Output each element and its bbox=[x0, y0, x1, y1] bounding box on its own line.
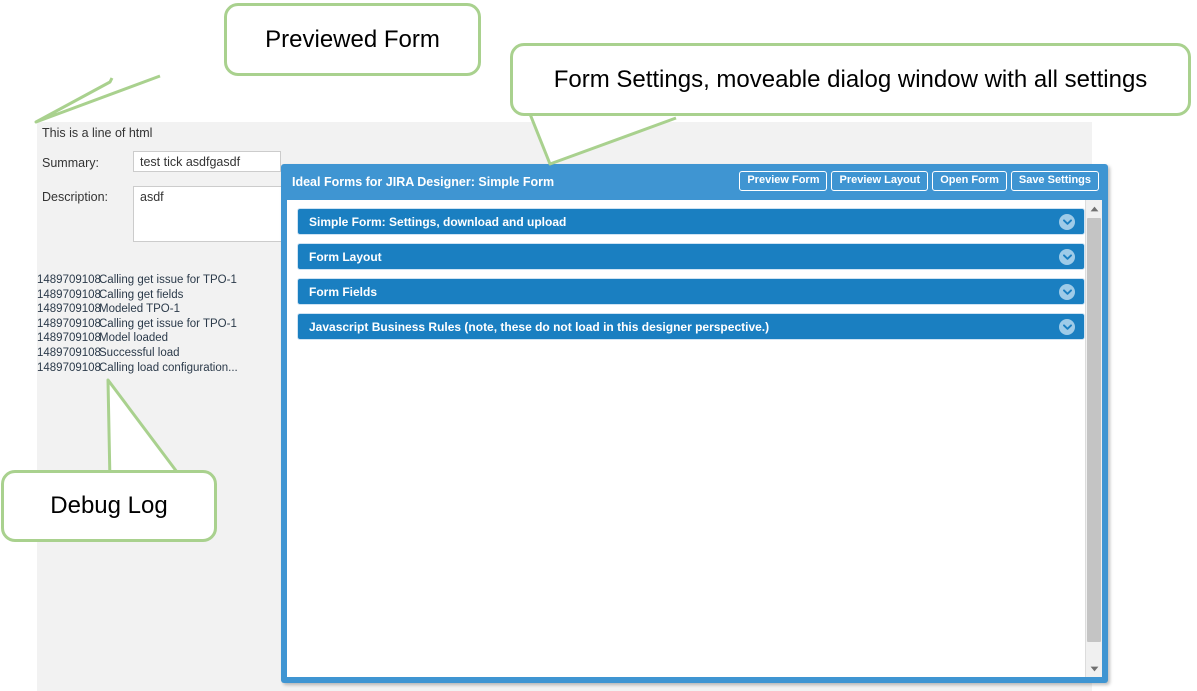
debug-log-message: Successful load bbox=[99, 346, 180, 359]
dialog-body: Simple Form: Settings, download and uplo… bbox=[287, 200, 1102, 677]
accordion-panel[interactable]: Form Fields bbox=[297, 278, 1085, 305]
summary-label: Summary: bbox=[42, 156, 99, 170]
annotation-previewed-form: Previewed Form bbox=[224, 3, 481, 76]
scroll-up-arrow-icon[interactable] bbox=[1086, 200, 1102, 217]
chevron-down-icon[interactable] bbox=[1059, 319, 1075, 335]
preview-form-button[interactable]: Preview Form bbox=[739, 171, 828, 191]
debug-log-timestamp: 1489709108 bbox=[37, 303, 101, 316]
debug-log-message: Calling get fields bbox=[99, 288, 184, 301]
debug-log-row: 1489709108Calling get fields bbox=[37, 288, 287, 303]
accordion-panel-label: Form Layout bbox=[309, 250, 382, 264]
debug-log-message: Calling get issue for TPO-1 bbox=[99, 274, 237, 286]
accordion-panel-label: Form Fields bbox=[309, 285, 378, 299]
settings-accordion: Simple Form: Settings, download and uplo… bbox=[297, 208, 1085, 348]
chevron-down-icon[interactable] bbox=[1059, 214, 1075, 230]
annotation-form-settings: Form Settings, moveable dialog window wi… bbox=[510, 43, 1191, 116]
debug-log-timestamp: 1489709108 bbox=[37, 288, 101, 301]
debug-log-row: 1489709108Calling load configuration... bbox=[37, 361, 287, 376]
debug-log-row: 1489709108Model loaded bbox=[37, 331, 287, 346]
debug-log-timestamp: 1489709108 bbox=[37, 317, 101, 330]
debug-log-row: 1489709108Calling get issue for TPO-1 bbox=[37, 273, 287, 288]
html-line-text: This is a line of html bbox=[42, 126, 153, 140]
accordion-panel-label: Javascript Business Rules (note, these d… bbox=[309, 320, 770, 334]
scrollbar-thumb[interactable] bbox=[1087, 218, 1101, 642]
scroll-down-arrow-icon[interactable] bbox=[1086, 660, 1102, 677]
debug-log-row: 1489709108Successful load bbox=[37, 346, 287, 361]
accordion-panel[interactable]: Simple Form: Settings, download and uplo… bbox=[297, 208, 1085, 235]
description-label: Description: bbox=[42, 190, 108, 204]
description-textarea[interactable] bbox=[133, 186, 293, 242]
annotation-debug-log: Debug Log bbox=[1, 470, 217, 542]
debug-log-timestamp: 1489709108 bbox=[37, 346, 101, 359]
debug-log-message: Calling load configuration... bbox=[99, 361, 238, 374]
debug-log-message: Model loaded bbox=[99, 332, 169, 345]
debug-log-row: 1489709108Calling get issue for TPO-1 bbox=[37, 317, 287, 332]
open-form-button[interactable]: Open Form bbox=[932, 171, 1007, 191]
debug-log-timestamp: 1489709108 bbox=[37, 274, 101, 286]
debug-log-message: Calling get issue for TPO-1 bbox=[99, 317, 237, 330]
accordion-panel[interactable]: Form Layout bbox=[297, 243, 1085, 270]
chevron-down-icon[interactable] bbox=[1059, 249, 1075, 265]
accordion-panel[interactable]: Javascript Business Rules (note, these d… bbox=[297, 313, 1085, 340]
debug-log-timestamp: 1489709108 bbox=[37, 332, 101, 345]
debug-log-timestamp: 1489709108 bbox=[37, 361, 101, 374]
chevron-down-icon[interactable] bbox=[1059, 284, 1075, 300]
accordion-panel-label: Simple Form: Settings, download and uplo… bbox=[309, 215, 567, 229]
preview-layout-button[interactable]: Preview Layout bbox=[831, 171, 929, 191]
summary-input[interactable] bbox=[133, 151, 281, 172]
dialog-vertical-scrollbar[interactable] bbox=[1085, 200, 1102, 677]
dialog-titlebar[interactable]: Ideal Forms for JIRA Designer: Simple Fo… bbox=[281, 164, 1108, 200]
designer-dialog[interactable]: Ideal Forms for JIRA Designer: Simple Fo… bbox=[281, 164, 1108, 683]
debug-log-message: Modeled TPO-1 bbox=[99, 303, 180, 316]
save-settings-button[interactable]: Save Settings bbox=[1010, 171, 1099, 191]
dialog-title: Ideal Forms for JIRA Designer: Simple Fo… bbox=[292, 175, 555, 189]
debug-log-row: 1489709108Modeled TPO-1 bbox=[37, 302, 287, 317]
